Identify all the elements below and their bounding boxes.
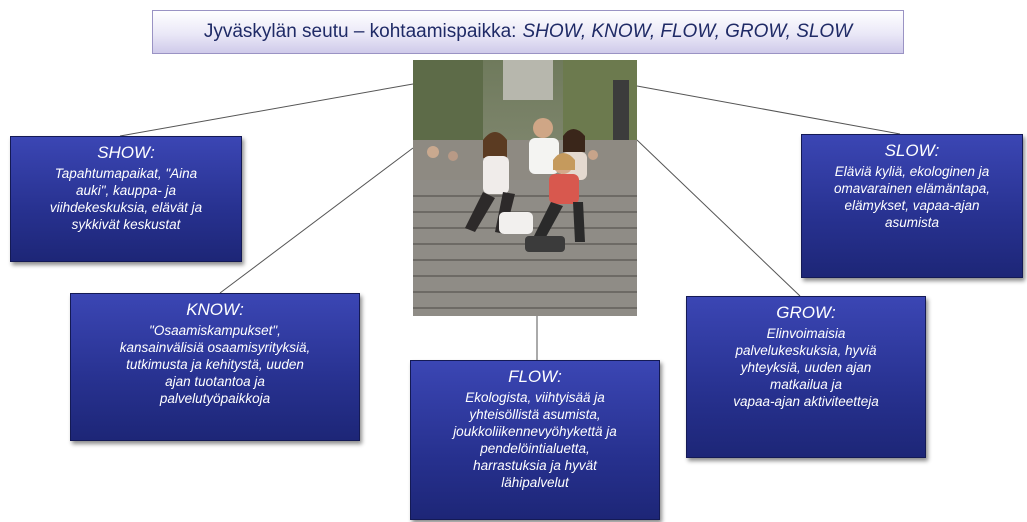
node-flow-line: yhteisöllistä asumista, bbox=[469, 407, 601, 422]
node-flow-text: Ekologista, viihtyisää ja yhteisöllistä … bbox=[419, 389, 651, 491]
node-show-line: auki", kauppa- ja bbox=[75, 183, 177, 198]
node-grow: GROW: Elinvoimaisia palvelukeskuksia, hy… bbox=[686, 296, 926, 458]
node-show-line: viihdekeskuksia, elävät ja bbox=[49, 200, 203, 215]
node-know-line: palvelutyöpaikkoja bbox=[159, 391, 271, 406]
node-slow: SLOW: Eläviä kyliä, ekologinen ja omavar… bbox=[801, 134, 1023, 278]
node-show: SHOW: Tapahtumapaikat, "Aina auki", kaup… bbox=[10, 136, 242, 262]
node-grow-line: palvelukeskuksia, hyviä bbox=[735, 343, 877, 358]
diagram-title: Jyväskylän seutu – kohtaamispaikka: SHOW… bbox=[152, 10, 904, 54]
central-photo bbox=[413, 60, 637, 316]
title-keywords: SHOW, KNOW, FLOW, GROW, SLOW bbox=[522, 21, 853, 42]
node-slow-line: Eläviä kyliä, ekologinen ja bbox=[834, 164, 990, 179]
node-know-heading: KNOW: bbox=[186, 300, 244, 319]
node-know: KNOW: "Osaamiskampukset", kansainvälisiä… bbox=[70, 293, 360, 441]
node-grow-line: Elinvoimaisia bbox=[766, 326, 846, 341]
node-show-line: sykkivät keskustat bbox=[71, 217, 181, 232]
node-grow-line: vapaa-ajan aktiviteetteja bbox=[733, 394, 879, 409]
node-slow-line: asumista bbox=[884, 215, 940, 230]
node-know-line: kansainvälisiä osaamisyrityksiä, bbox=[119, 340, 311, 355]
node-know-line: tutkimusta ja kehitystä, uuden bbox=[126, 357, 304, 372]
node-flow-line: Ekologista, viihtyisää ja bbox=[465, 390, 605, 405]
node-show-text: Tapahtumapaikat, "Aina auki", kauppa- ja… bbox=[19, 165, 233, 233]
node-slow-heading: SLOW: bbox=[884, 141, 940, 160]
node-flow-line: harrastuksia ja hyvät bbox=[473, 458, 597, 473]
node-flow-heading: FLOW: bbox=[508, 367, 562, 386]
connector-know bbox=[219, 147, 414, 294]
node-flow: FLOW: Ekologista, viihtyisää ja yhteisöl… bbox=[410, 360, 660, 520]
node-know-line: ajan tuotantoa ja bbox=[165, 374, 265, 389]
photo-illustration bbox=[413, 60, 637, 316]
node-know-text: "Osaamiskampukset", kansainvälisiä osaam… bbox=[79, 322, 351, 407]
node-grow-line: matkailua ja bbox=[769, 377, 843, 392]
node-flow-line: lähipalvelut bbox=[501, 475, 569, 490]
node-flow-line: joukkoliikennevyöhykettä ja bbox=[453, 424, 617, 439]
node-slow-line: omavarainen elämäntapa, bbox=[833, 181, 991, 196]
connector-show bbox=[119, 83, 414, 137]
node-grow-line: yhteyksiä, uuden ajan bbox=[740, 360, 872, 375]
node-flow-line: pendelöintialuetta, bbox=[480, 441, 590, 456]
node-slow-line: elämykset, vapaa-ajan bbox=[844, 198, 980, 213]
node-know-line: "Osaamiskampukset", bbox=[149, 323, 281, 338]
node-show-heading: SHOW: bbox=[97, 143, 155, 162]
node-show-line: Tapahtumapaikat, "Aina bbox=[54, 166, 198, 181]
node-grow-heading: GROW: bbox=[776, 303, 836, 322]
title-prefix: Jyväskylän seutu – kohtaamispaikka: bbox=[203, 21, 517, 42]
node-grow-text: Elinvoimaisia palvelukeskuksia, hyviä yh… bbox=[695, 325, 917, 410]
connector-slow bbox=[636, 85, 901, 135]
node-slow-text: Eläviä kyliä, ekologinen ja omavarainen … bbox=[810, 163, 1014, 231]
connector-grow bbox=[636, 139, 801, 297]
